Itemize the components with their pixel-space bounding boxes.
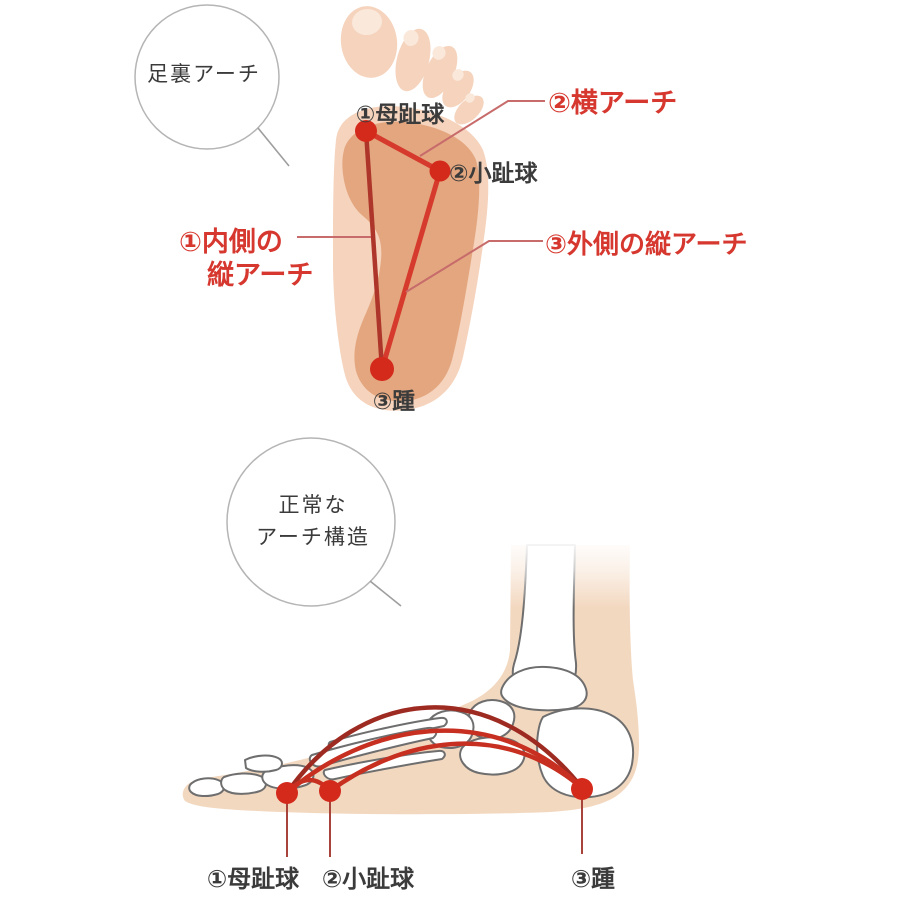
lens2-title-line1: 正常な [279, 493, 348, 517]
transverse-arch-pointer [419, 100, 545, 157]
lateral-arch-curve [327, 741, 585, 794]
title-lens-top: 足裏アーチ [134, 4, 290, 167]
toenails [352, 8, 475, 103]
point1-label: ①母趾球 [356, 102, 445, 128]
bottom-point3-label: ③踵 [571, 865, 615, 893]
ball-of-big-toe-dot [355, 120, 377, 142]
lens-circle-2 [226, 437, 396, 607]
medial-arch-label-line2: 縦アーチ [207, 260, 313, 291]
toe-phalanx-middle [220, 772, 267, 795]
lateral-arch-pointer [405, 240, 543, 293]
lateral-arch-label: ③外側の縦アーチ [545, 230, 747, 260]
heel-dot [370, 357, 394, 381]
toenail-4 [452, 69, 464, 81]
bottom-point2-label: ②小趾球 [322, 865, 415, 893]
title-lens-bottom: 正常な アーチ構造 [226, 437, 402, 607]
toenail-2 [403, 30, 419, 46]
arch-triangle [363, 128, 443, 372]
point2-label: ②小趾球 [449, 161, 538, 187]
side-view-diagram: 正常な アーチ構造 ①母趾球 ②小趾球 ③踵 [182, 437, 653, 893]
talus-bone [500, 665, 588, 712]
medial-longitudinal-arch-line [363, 128, 385, 372]
calcaneus-bone [536, 707, 634, 799]
point-leader-lines [286, 790, 583, 857]
toenail-5 [465, 93, 475, 103]
leg-top-fade [468, 538, 653, 608]
sole-contact-print [342, 121, 480, 402]
ball-of-little-toe-dot [429, 160, 451, 182]
second-toe-bone [244, 754, 283, 773]
lateral-longitudinal-arch-line [379, 168, 443, 372]
toe-2 [395, 28, 431, 92]
lens-handle [257, 127, 290, 167]
arch-curves [284, 705, 585, 796]
arch-point-dots [276, 778, 593, 804]
medial-arch-label-line1: ①内側の [179, 227, 283, 258]
arch-triangle-dots [355, 120, 451, 381]
toe-5 [454, 95, 484, 125]
mid-arch-curve [284, 728, 585, 796]
lens-circle [134, 4, 280, 150]
side-heel-dot [571, 778, 593, 800]
side-ball-of-big-toe-dot [276, 782, 298, 804]
bottom-point1-label: ①母趾球 [207, 865, 300, 893]
toe-phalanx-distal [188, 777, 225, 798]
annotation-pointer-lines [297, 100, 545, 293]
sole-view-diagram: 足裏アーチ ①母趾球 ②小趾球 ③踵 ②横アーチ ①内側の 縦アーチ ③外側の縦… [134, 4, 747, 415]
big-toenail [352, 8, 382, 36]
toenail-3 [432, 46, 446, 60]
transverse-arch-label: ②横アーチ [548, 88, 677, 119]
lens-handle-2 [369, 580, 402, 607]
lens-title-text: 足裏アーチ [147, 62, 261, 86]
medial-arch-curve [284, 705, 585, 796]
transverse-arch-line [363, 128, 443, 174]
point3-label: ③踵 [373, 389, 415, 415]
side-ball-of-little-toe-dot [319, 780, 341, 802]
lens2-title-line2: アーチ構造 [256, 525, 370, 549]
